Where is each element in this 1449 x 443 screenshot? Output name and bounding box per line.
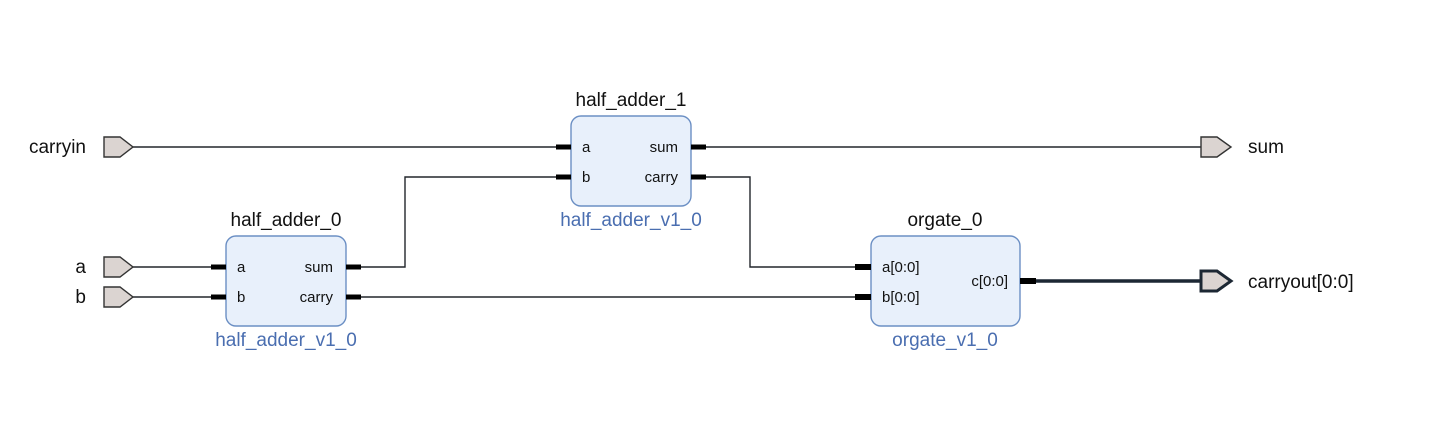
pin-label-sum: sum: [305, 259, 333, 276]
input-port-carryin[interactable]: carryin: [29, 136, 135, 158]
block-half-adder-1[interactable]: half_adder_1 a b sum carry half_adder_v1…: [556, 90, 706, 231]
net-ha1-carry[interactable]: [704, 176, 856, 268]
input-port-carryin-label: carryin: [29, 137, 86, 158]
pin-label-a: a[0:0]: [882, 259, 920, 276]
block-orgate-0[interactable]: orgate_0 a[0:0] b[0:0] c[0:0] orgate_v1_…: [855, 210, 1036, 351]
input-port-a[interactable]: a: [75, 256, 135, 278]
pin-label-b: b[0:0]: [882, 289, 920, 306]
output-port-carryout[interactable]: carryout[0:0]: [1199, 269, 1354, 293]
input-port-b-icon: [103, 286, 135, 308]
block-half-adder-1-body: [570, 115, 692, 207]
block-half-adder-0-body: [225, 235, 347, 327]
pin-label-carry: carry: [645, 169, 679, 186]
input-port-carryin-icon: [103, 136, 135, 158]
input-port-a-icon: [103, 256, 135, 278]
output-port-carryout-label: carryout[0:0]: [1248, 272, 1354, 293]
block-half-adder-1-instance-name: half_adder_1: [576, 90, 687, 111]
block-half-adder-0-cell-name: half_adder_v1_0: [215, 330, 357, 351]
pin-label-a: a: [582, 139, 591, 156]
output-port-sum[interactable]: sum: [1200, 136, 1284, 158]
input-port-b-label: b: [75, 287, 86, 308]
block-half-adder-0-instance-name: half_adder_0: [231, 210, 342, 231]
input-port-a-label: a: [75, 257, 86, 278]
input-port-b[interactable]: b: [75, 286, 135, 308]
block-half-adder-0[interactable]: half_adder_0 a b sum carry half_adder_v1…: [211, 210, 361, 351]
net-ha0-sum[interactable]: [359, 176, 560, 268]
pin-label-sum: sum: [650, 139, 678, 156]
pin-label-b: b: [237, 289, 245, 306]
output-port-carryout-icon: [1199, 269, 1234, 293]
pin-label-b: b: [582, 169, 590, 186]
pin-label-a: a: [237, 259, 246, 276]
block-half-adder-1-cell-name: half_adder_v1_0: [560, 210, 702, 231]
pin-label-c: c[0:0]: [971, 273, 1008, 290]
pin-label-carry: carry: [300, 289, 334, 306]
output-port-sum-label: sum: [1248, 137, 1284, 158]
block-orgate-0-cell-name: orgate_v1_0: [892, 330, 998, 351]
output-port-sum-icon: [1200, 136, 1233, 158]
block-orgate-0-instance-name: orgate_0: [907, 210, 982, 231]
